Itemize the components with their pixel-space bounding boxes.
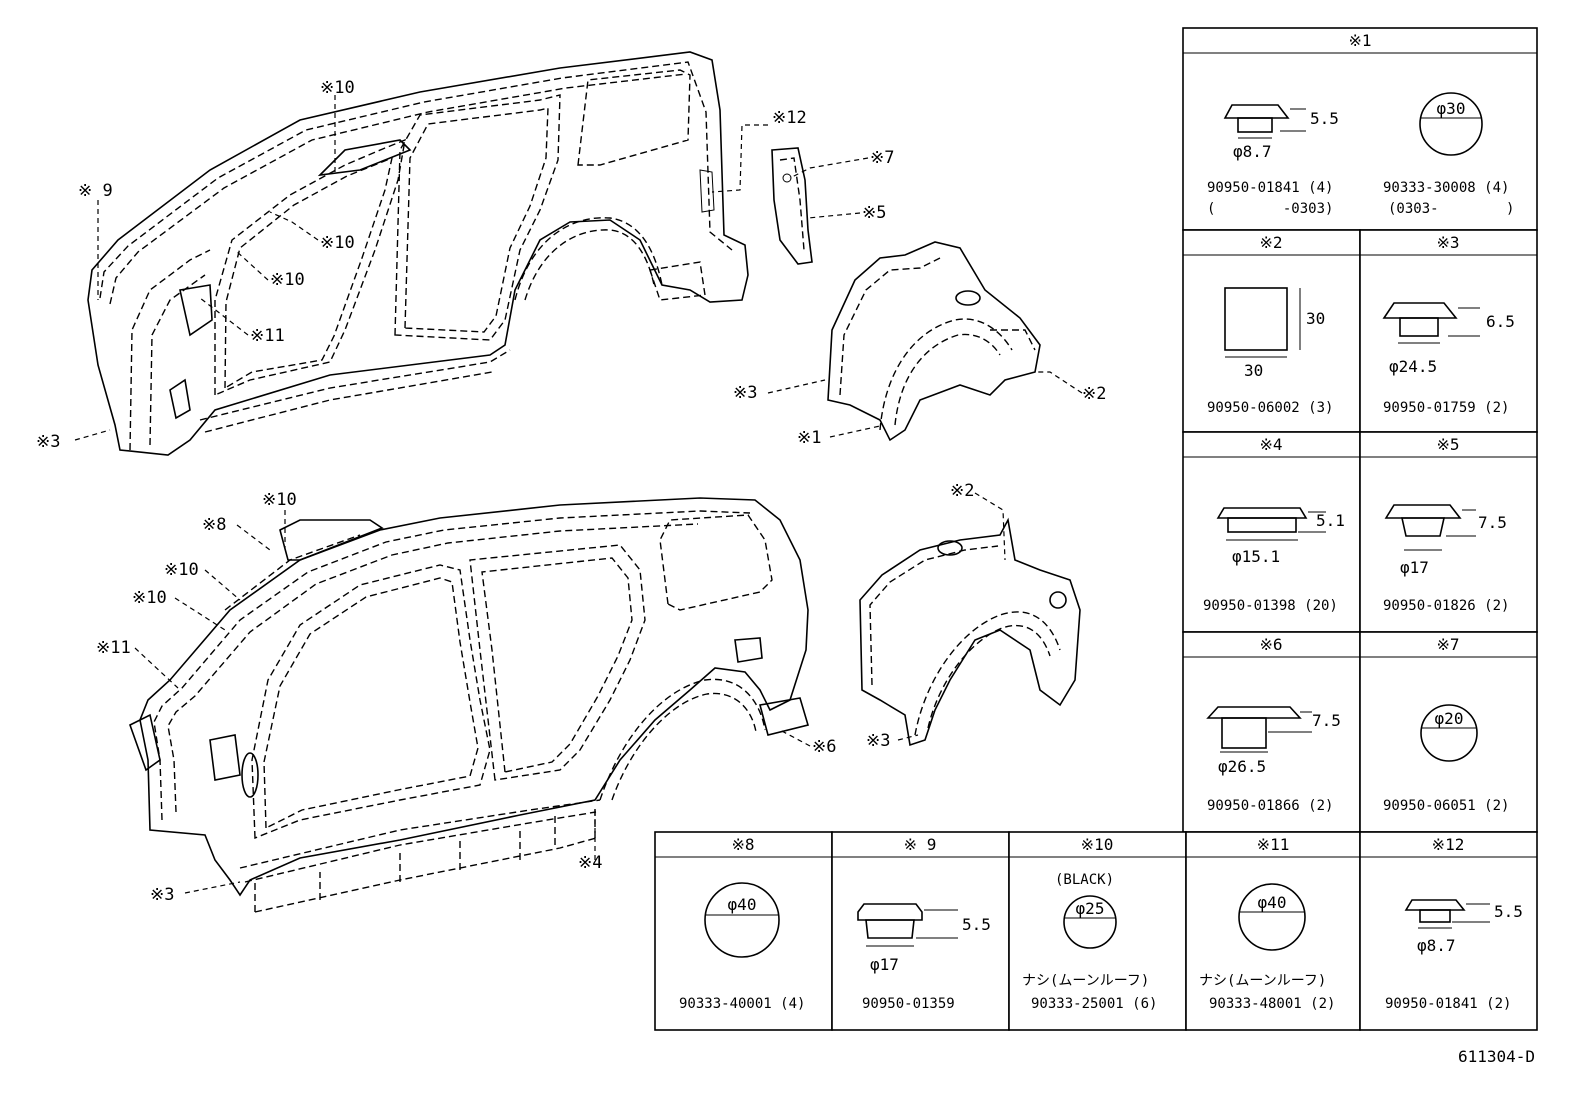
part-number-11: 90333-48001 (2) [1209, 996, 1335, 1012]
callout-3-bw: ※3 [866, 731, 890, 751]
callout-3-bl: ※3 [150, 885, 174, 905]
grommet-3 [1382, 302, 1480, 344]
callout-10-top: ※10 [320, 78, 355, 98]
part-number-1b: 90333-30008 (4) [1383, 180, 1509, 196]
dim-2-height: 30 [1306, 309, 1325, 328]
grommet-12 [1404, 899, 1490, 929]
dim-3-height: 6.5 [1486, 312, 1515, 331]
rear-pillar-piece [771, 147, 813, 265]
note-11-moonroof: ナシ(ムーンルーフ) [1199, 973, 1326, 989]
lower-wheel-housing [859, 517, 1081, 747]
part-number-1a: 90950-01841 (4) [1207, 180, 1333, 196]
plug-10 [1063, 895, 1117, 949]
upper-wheel-housing [827, 241, 1041, 442]
dim-10-diameter: φ25 [1076, 899, 1105, 918]
dim-4-height: 5.1 [1316, 511, 1345, 530]
grommet-1a [1223, 104, 1306, 139]
plug-1b [1419, 92, 1483, 156]
callout-10-low: ※10 [270, 270, 305, 290]
tape-2 [1224, 287, 1301, 358]
table-header-4: ※4 [1259, 435, 1282, 454]
lower-body-side-panel [129, 497, 810, 913]
part-number-12: 90950-01841 (2) [1385, 996, 1511, 1012]
dim-9-diameter: φ17 [870, 955, 899, 974]
dim-3-diameter: φ24.5 [1389, 357, 1437, 376]
grommet-5 [1384, 504, 1476, 551]
table-header-7: ※7 [1436, 635, 1459, 654]
part-number-8: 90333-40001 (4) [679, 996, 805, 1012]
part-range-1b: (0303- ) [1388, 201, 1514, 217]
table-header-6: ※6 [1259, 635, 1282, 654]
upper-body-side-panel [87, 51, 749, 456]
callout-5: ※5 [862, 203, 886, 223]
dim-6-height: 7.5 [1312, 711, 1341, 730]
part-number-5: 90950-01826 (2) [1383, 598, 1509, 614]
dim-7-diameter: φ20 [1435, 709, 1464, 728]
dim-12-height: 5.5 [1494, 902, 1523, 921]
dim-8-diameter: φ40 [728, 895, 757, 914]
part-number-2: 90950-06002 (3) [1207, 400, 1333, 416]
part-number-9: 90950-01359 [862, 996, 955, 1012]
grommet-9 [857, 903, 958, 947]
dim-11-diameter: φ40 [1258, 893, 1287, 912]
callout-3-wheel: ※3 [733, 383, 757, 403]
dim-6-diameter: φ26.5 [1218, 757, 1266, 776]
grommet-4 [1216, 507, 1326, 541]
table-header-11: ※11 [1257, 835, 1290, 854]
callout-2-b: ※2 [950, 481, 974, 501]
table-header-12: ※12 [1432, 835, 1465, 854]
callout-10-b3: ※10 [132, 588, 167, 608]
dim-1a-height: 5.5 [1310, 109, 1339, 128]
part-number-7: 90950-06051 (2) [1383, 798, 1509, 814]
note-10-color: (BLACK) [1055, 872, 1114, 888]
callout-2-wheel: ※2 [1082, 384, 1106, 404]
callout-11-top: ※11 [250, 326, 285, 346]
parts-table: ※1 5.5 φ8.7 90950-01841 (4) ( -0303) φ30… [654, 27, 1538, 1031]
part-number-10: 90333-25001 (6) [1031, 996, 1157, 1012]
table-header-5: ※5 [1436, 435, 1459, 454]
dim-1a-diameter: φ8.7 [1233, 142, 1272, 161]
callout-10-b1: ※10 [262, 490, 297, 510]
callout-10-mid: ※10 [320, 233, 355, 253]
table-header-10: ※10 [1081, 835, 1114, 854]
callout-labels: ※10 ※12 ※ 9 ※7 ※5 ※10 ※10 ※11 ※3 ※3 ※2 ※… [36, 78, 1106, 905]
part-number-4: 90950-01398 (20) [1203, 598, 1338, 614]
dim-5-diameter: φ17 [1400, 558, 1429, 577]
callout-10-b2: ※10 [164, 560, 199, 580]
callout-6: ※6 [812, 737, 836, 757]
callout-12: ※12 [772, 108, 807, 128]
table-header-2: ※2 [1259, 233, 1282, 252]
table-header-9: ※ 9 [904, 835, 937, 854]
dim-5-height: 7.5 [1478, 513, 1507, 532]
grommet-6 [1206, 706, 1312, 753]
callout-11-b: ※11 [96, 638, 131, 658]
dim-4-diameter: φ15.1 [1232, 547, 1280, 566]
plug-8 [704, 882, 780, 958]
plug-11 [1238, 883, 1306, 951]
dim-1b-diameter: φ30 [1437, 99, 1466, 118]
leader-lines [74, 95, 1083, 894]
plug-7 [1420, 704, 1478, 762]
callout-3-left: ※3 [36, 432, 60, 452]
callout-1-wheel: ※1 [797, 428, 821, 448]
part-range-1a: ( -0303) [1207, 201, 1333, 217]
table-header-3: ※3 [1436, 233, 1459, 252]
figure-code: 611304-D [1458, 1047, 1535, 1066]
callout-7: ※7 [870, 148, 894, 168]
note-10-moonroof: ナシ(ムーンルーフ) [1022, 973, 1149, 989]
callout-8: ※8 [202, 515, 226, 535]
table-header-8: ※8 [731, 835, 754, 854]
dim-12-diameter: φ8.7 [1417, 936, 1456, 955]
dim-9-height: 5.5 [962, 915, 991, 934]
table-header-1: ※1 [1348, 31, 1371, 50]
part-number-3: 90950-01759 (2) [1383, 400, 1509, 416]
dim-2-width: 30 [1244, 361, 1263, 380]
callout-4: ※4 [578, 853, 602, 873]
callout-9: ※ 9 [78, 181, 113, 201]
part-number-6: 90950-01866 (2) [1207, 798, 1333, 814]
